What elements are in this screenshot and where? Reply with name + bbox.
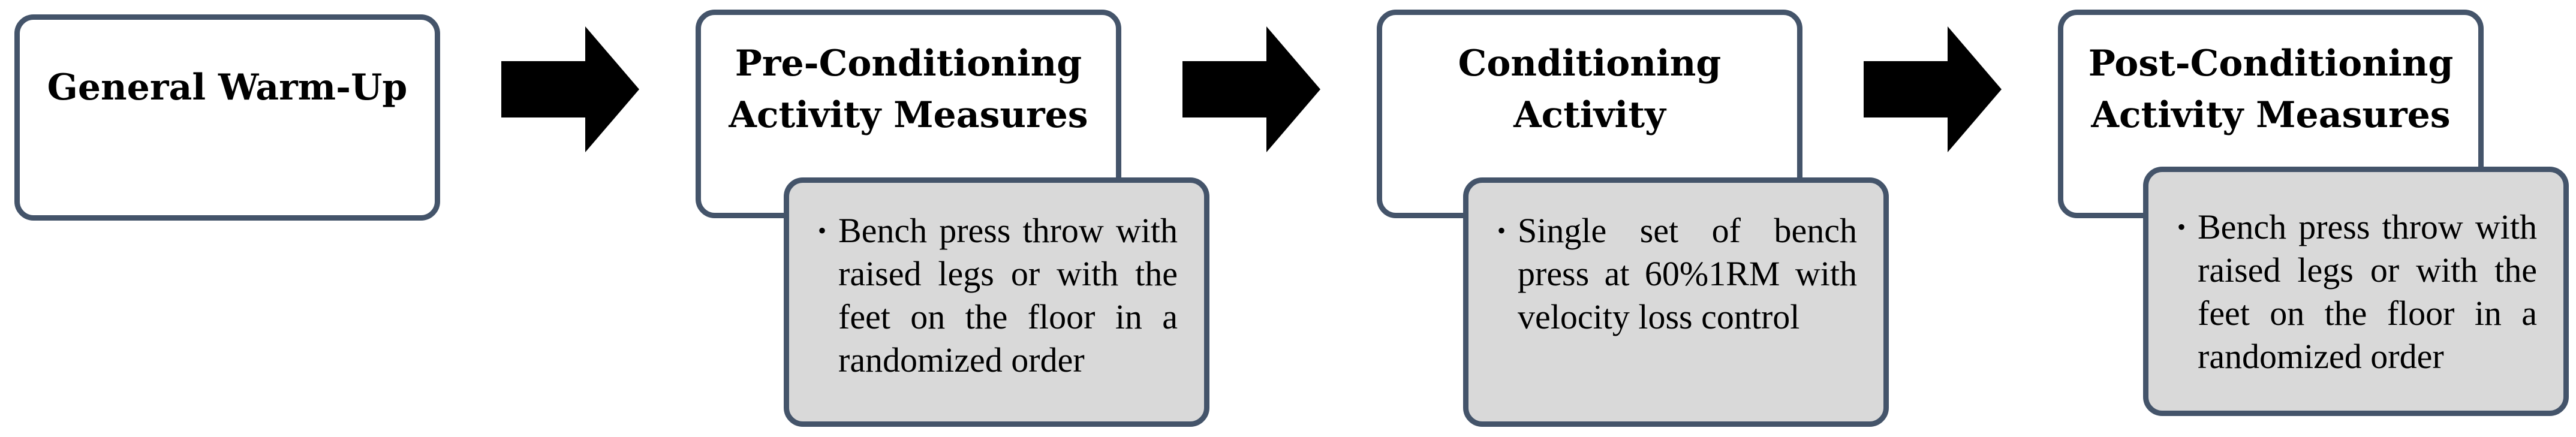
stage-detail-post-conditioning: • Bench press throw with raised legs or … xyxy=(2143,167,2569,416)
right-arrow-icon xyxy=(1182,26,1320,152)
bullet-icon: • xyxy=(1497,217,1506,244)
stage-title: Post-Conditioning Activity Measures xyxy=(2088,43,2454,136)
right-arrow-icon xyxy=(501,26,639,152)
stage-detail-conditioning: • Single set of bench press at 60%1RM wi… xyxy=(1463,177,1889,427)
bullet-icon: • xyxy=(2177,213,2186,240)
stage-title: Pre-Conditioning Activity Measures xyxy=(729,43,1088,136)
detail-text: Single set of bench press at 60%1RM with… xyxy=(1518,211,1857,336)
bullet-icon: • xyxy=(818,217,827,244)
stage-general-warm-up: General Warm-Up xyxy=(14,14,440,221)
detail-bullet-item: • Single set of bench press at 60%1RM wi… xyxy=(1497,209,1857,339)
stage-title: Conditioning Activity xyxy=(1458,43,1722,136)
detail-bullet-item: • Bench press throw with raised legs or … xyxy=(818,209,1178,382)
detail-bullet-item: • Bench press throw with raised legs or … xyxy=(2177,206,2537,378)
right-arrow-icon xyxy=(1864,26,2002,152)
detail-text: Bench press throw with raised legs or wi… xyxy=(838,211,1178,379)
detail-text: Bench press throw with raised legs or wi… xyxy=(2198,207,2537,376)
stage-detail-pre-conditioning: • Bench press throw with raised legs or … xyxy=(784,177,1209,427)
stage-title: General Warm-Up xyxy=(47,67,408,109)
